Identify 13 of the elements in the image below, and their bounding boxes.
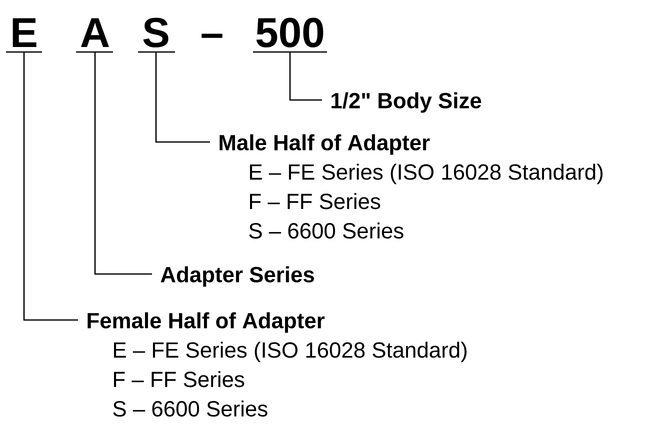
separator-dash: – — [202, 34, 222, 38]
code-segment: 500 — [253, 18, 327, 53]
description-text: 1/2" Body Size — [332, 92, 482, 113]
code-segment: S — [138, 18, 175, 53]
code-segment: A — [76, 18, 113, 53]
leader-line — [289, 52, 322, 101]
description-text: Male Half of Adapter E – FE Series (ISO 16028 Standard) F – FF Series S – 6600 Series — [220, 134, 603, 239]
description-text: Adapter Series — [160, 266, 314, 287]
leader-line — [155, 52, 210, 143]
code-segment: E — [6, 18, 42, 53]
leader-line — [94, 52, 152, 275]
description-text: Female Half of Adapter E – FE Series (ISO 16028 Standard) F – FF Series S – 6600 Series — [88, 312, 467, 417]
leader-line — [23, 52, 78, 321]
